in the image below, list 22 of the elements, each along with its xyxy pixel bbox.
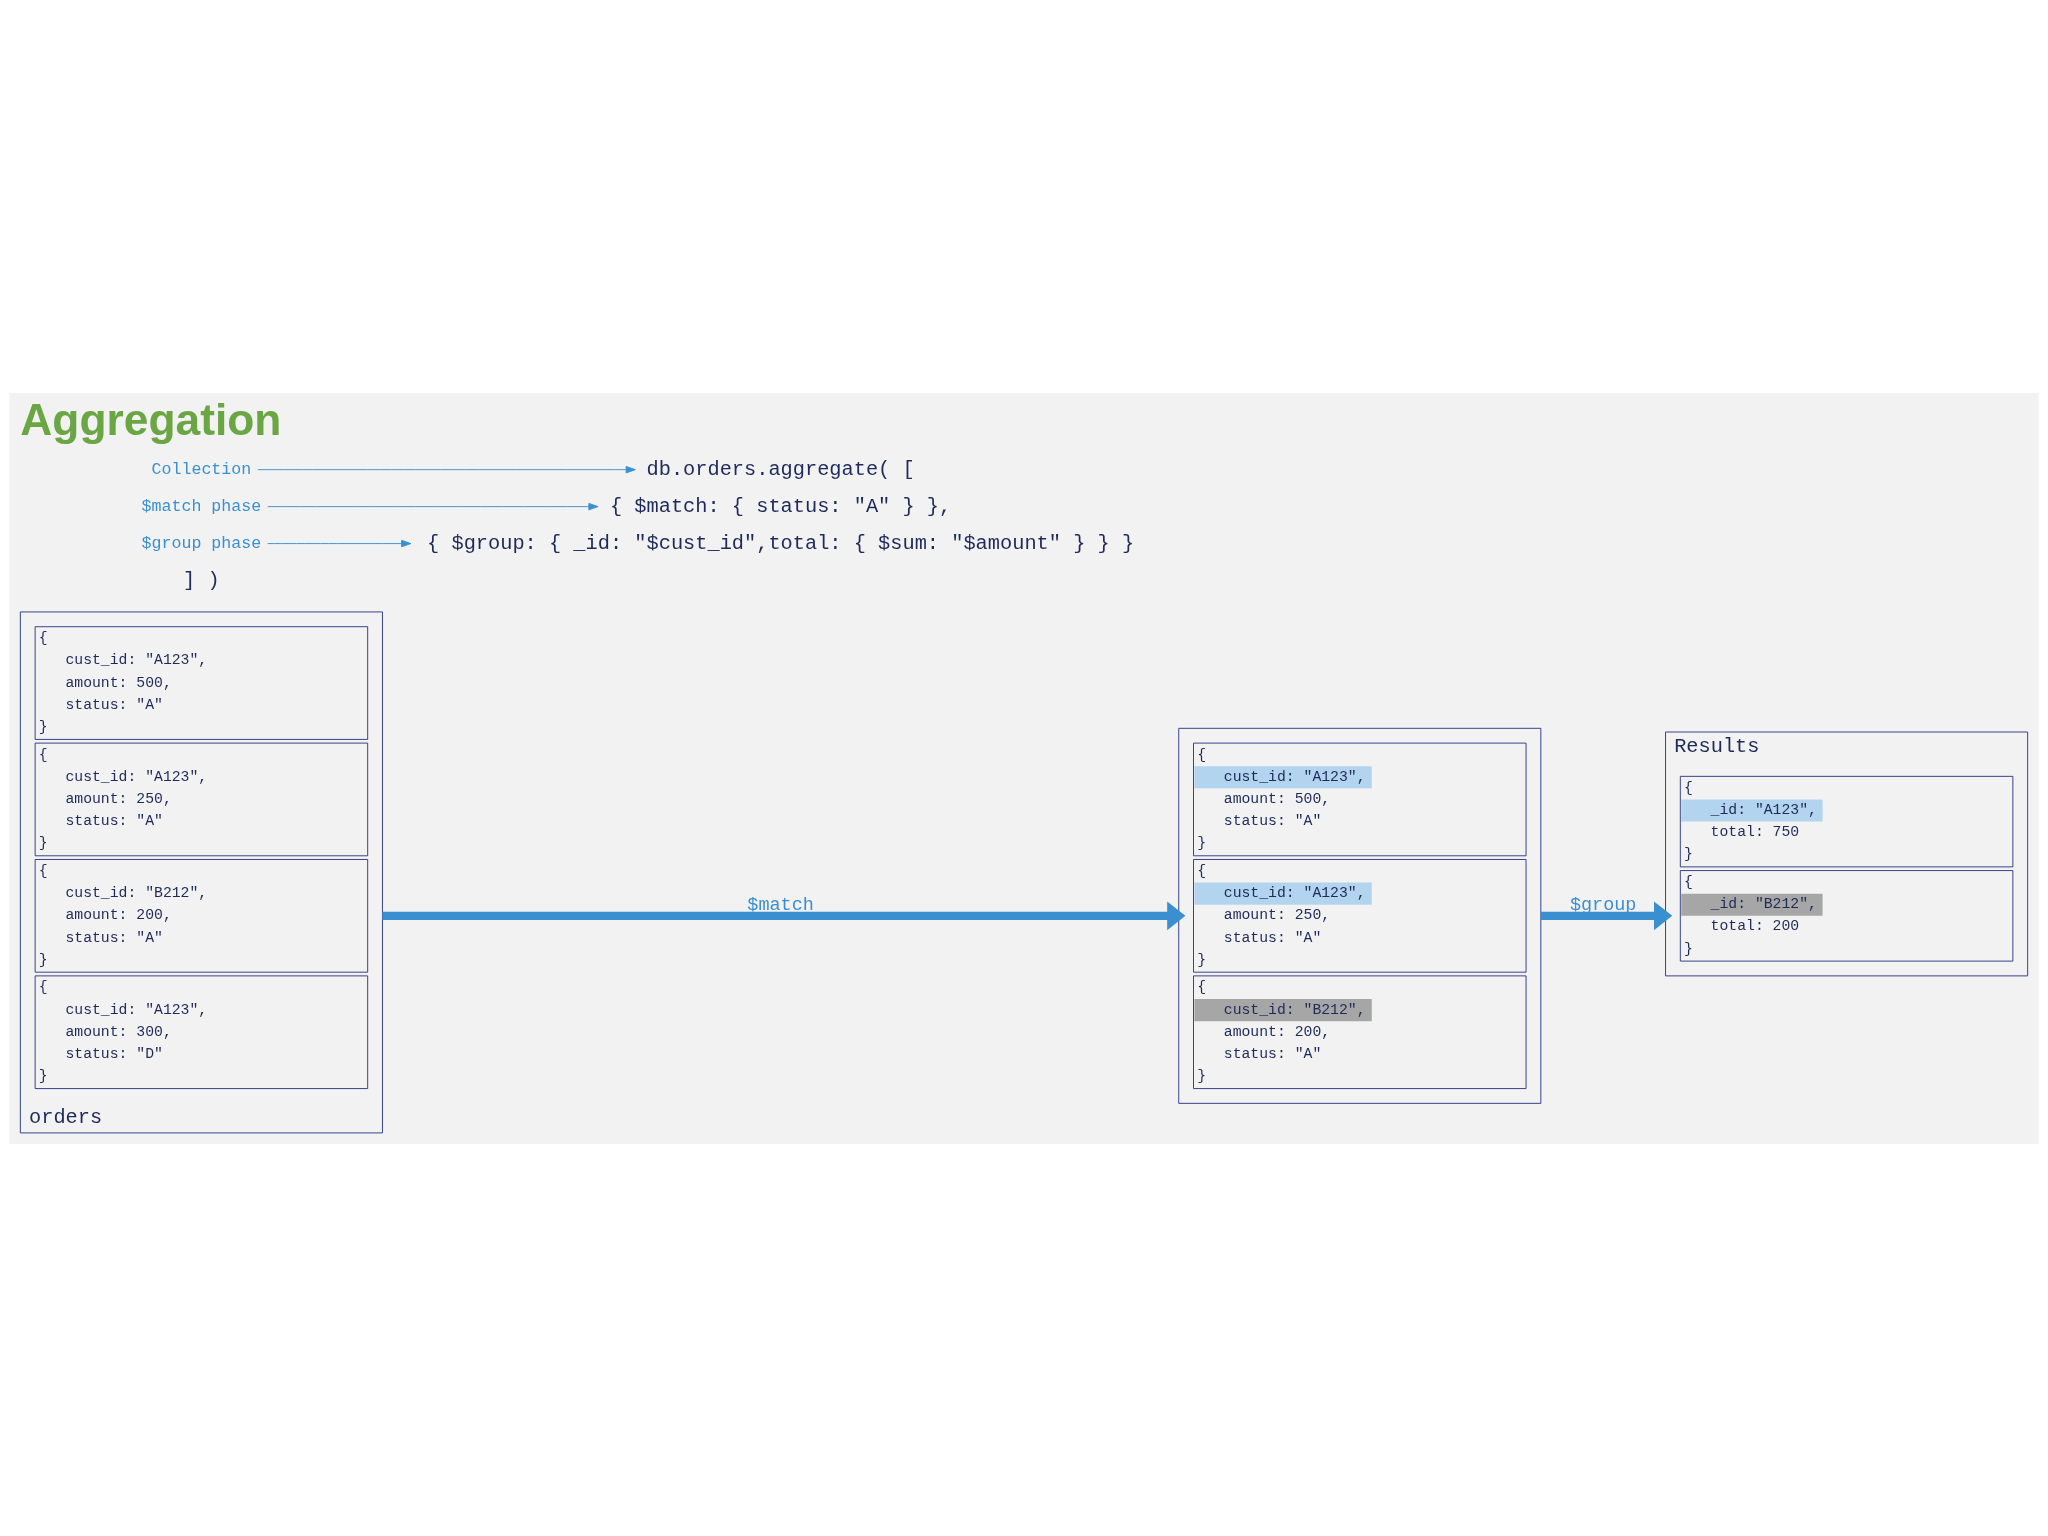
node-box: { cust_id: "A123", amount: 500, status: "A" }: [34, 625, 369, 740]
node-label: orders: [29, 1105, 103, 1129]
label: ] ): [183, 568, 220, 592]
node-text: db.orders.aggregate( [: [646, 457, 915, 481]
diagram-title: Aggregation: [20, 394, 282, 444]
arrow: [267, 539, 412, 547]
arrow: [382, 900, 1186, 930]
node-box: { cust_id: "A123", amount: 250, status: "A" }: [34, 742, 369, 856]
node-box: { cust_id: "B212", amount: 200, status: "A" }: [34, 858, 369, 973]
cluster: [1178, 727, 1542, 1104]
node-text: { $match: { status: "A" } },: [609, 494, 952, 518]
edge-label: $match: [747, 894, 814, 916]
node-text: $match phase: [141, 496, 262, 516]
node-text: Collection: [151, 459, 252, 479]
arrow: [1540, 900, 1673, 930]
arrow: [267, 502, 599, 510]
cluster: [19, 610, 383, 1133]
node-text: $group phase: [141, 533, 262, 553]
node-box: { cust_id: "A123", amount: 300, status: "D" }: [34, 974, 369, 1089]
arrow: [257, 465, 636, 473]
node-text: { $group: { _id: "$cust_id",total: { $sum: "$amount" } } }: [427, 531, 1135, 555]
edge-label: $group: [1569, 894, 1637, 916]
